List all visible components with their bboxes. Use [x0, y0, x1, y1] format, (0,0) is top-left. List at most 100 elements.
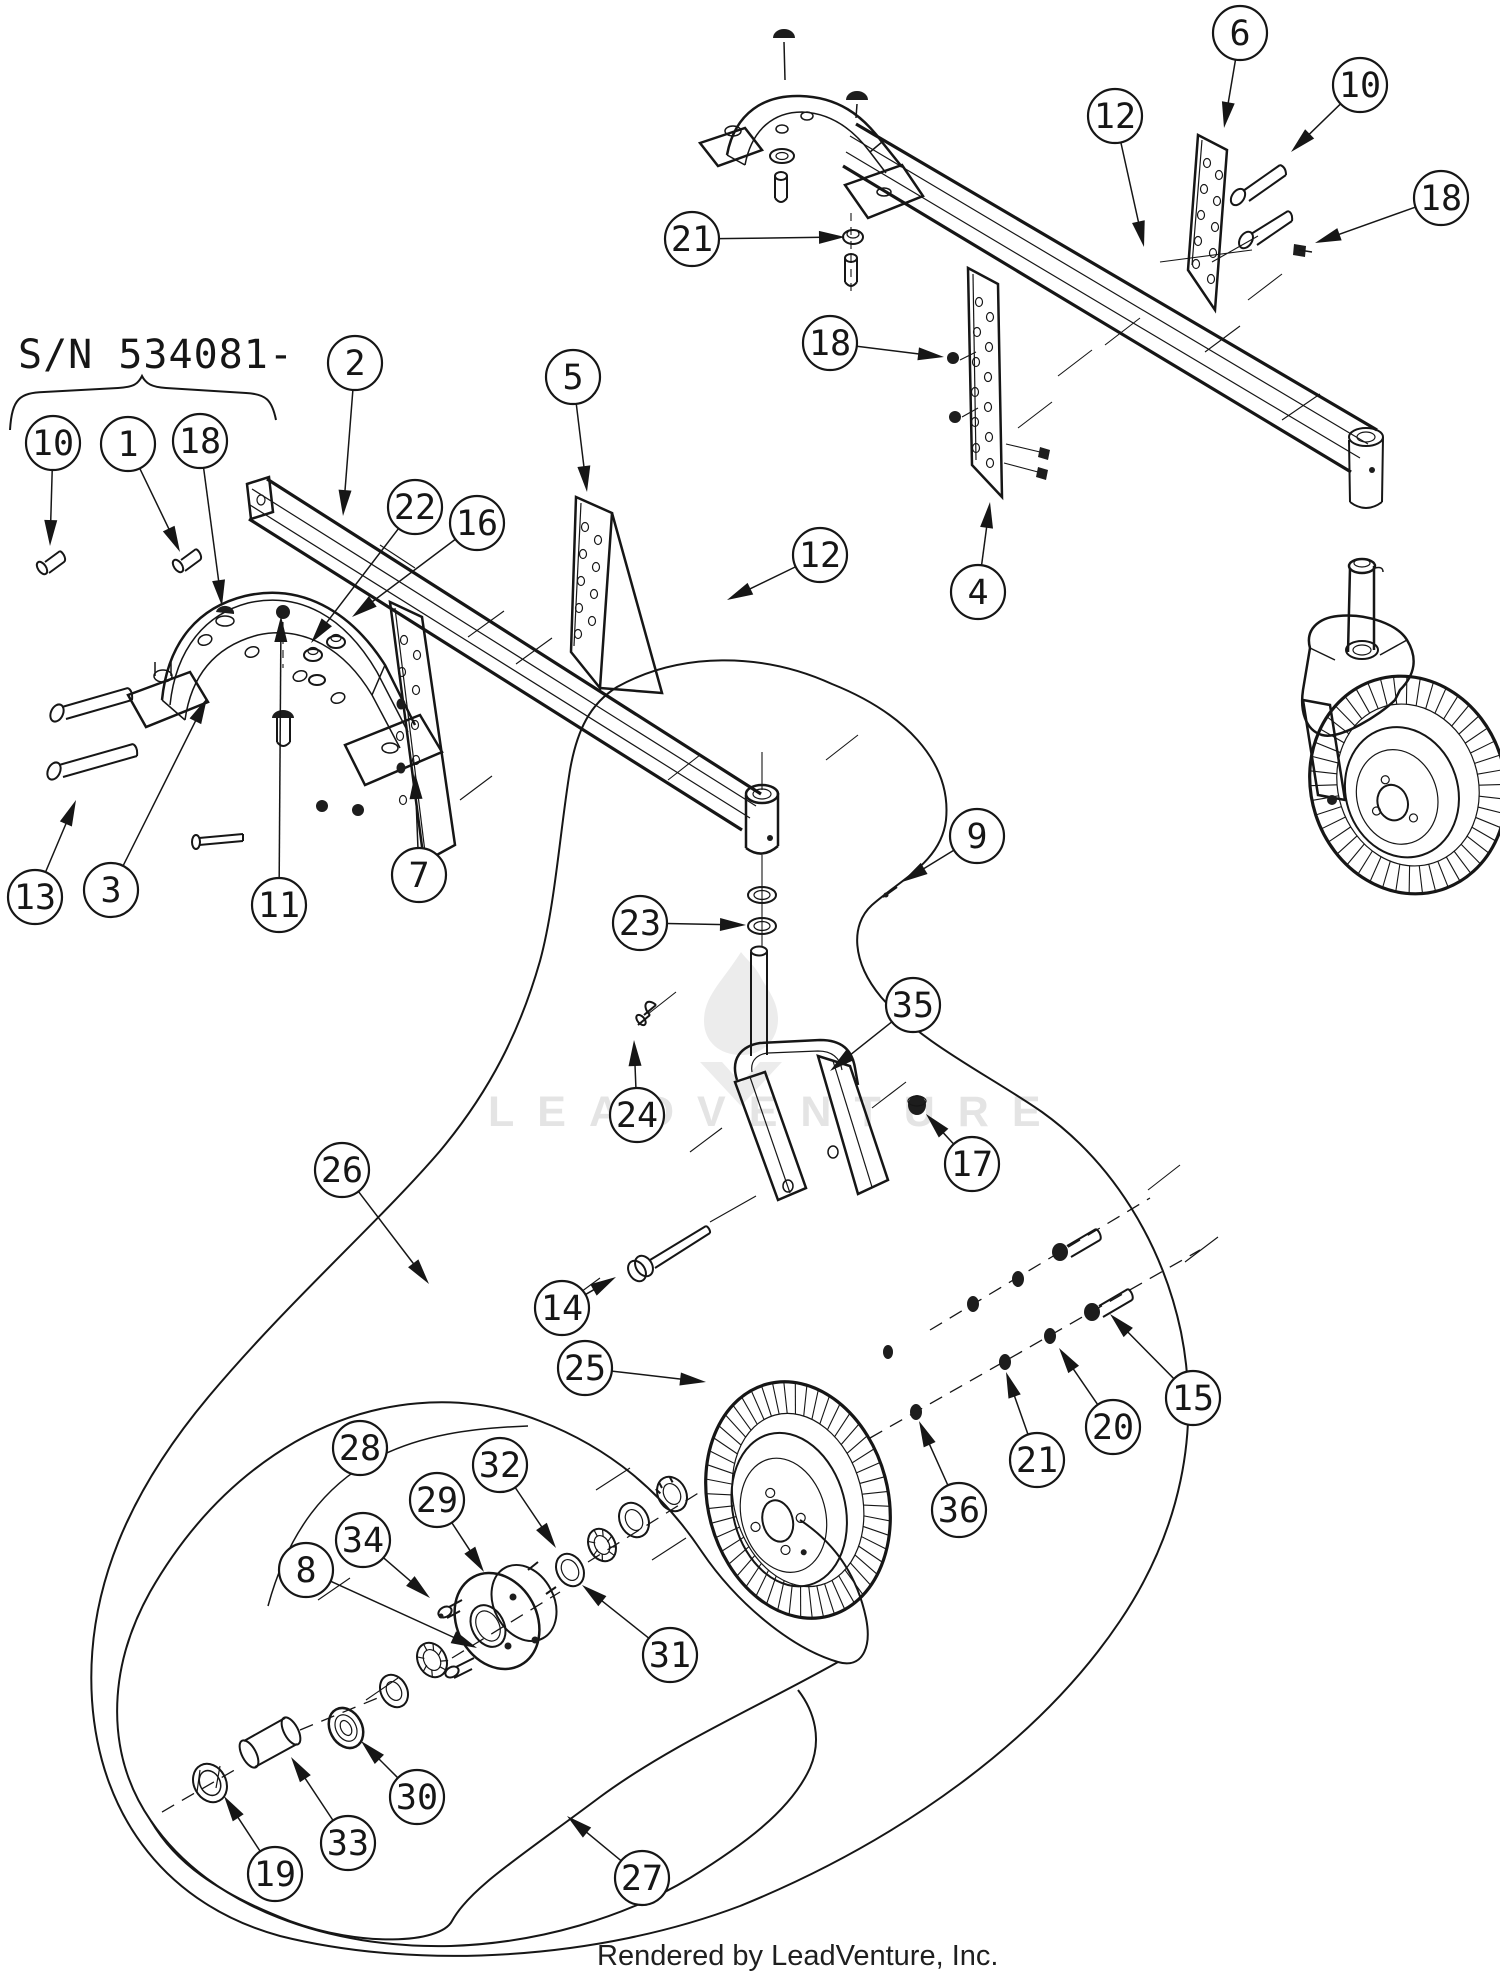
tire-tread-line	[1344, 696, 1363, 720]
callout-balloon-23[interactable]	[611, 894, 669, 952]
tire-tread-line	[1453, 850, 1472, 874]
callout-balloon-18[interactable]	[801, 314, 859, 372]
callout-balloon-29[interactable]	[408, 1471, 466, 1529]
tire-tread-line	[707, 1505, 734, 1510]
callout-balloon-9[interactable]	[948, 807, 1006, 865]
tire-tread-line	[808, 1586, 813, 1619]
callout-balloon-10[interactable]	[24, 414, 82, 472]
callout-5: 5	[544, 348, 602, 492]
anti-scalp-plate-7	[388, 599, 457, 864]
callout-balloon-25[interactable]	[556, 1339, 614, 1397]
callout-balloon-18[interactable]	[171, 412, 229, 470]
callout-15: 15	[1110, 1314, 1222, 1427]
callout-number: 23	[619, 904, 661, 944]
callout-balloon-14[interactable]	[533, 1279, 591, 1337]
callout-balloon-33[interactable]	[319, 1814, 377, 1872]
tire-tread-line	[794, 1382, 796, 1415]
callout-balloon-24[interactable]	[608, 1086, 666, 1144]
callout-arrowhead-icon	[1006, 1372, 1021, 1399]
tire-tread-line	[1418, 865, 1424, 894]
callout-number: 19	[254, 1855, 296, 1895]
callout-number: 36	[938, 1491, 980, 1531]
callout-balloon-4[interactable]	[949, 563, 1007, 621]
callout-balloon-36[interactable]	[930, 1481, 988, 1539]
callout-balloon-15[interactable]	[1164, 1369, 1222, 1427]
callout-leader	[278, 637, 282, 879]
right-lift-handle-bracket	[697, 94, 925, 220]
callout-balloon-35[interactable]	[884, 976, 942, 1034]
tire-tread-line	[741, 1396, 758, 1425]
callout-arrowhead-icon	[536, 1522, 556, 1548]
callout-balloon-3[interactable]	[82, 861, 140, 919]
callout-number: 2	[344, 344, 365, 384]
callout-arrowhead-icon	[311, 618, 332, 643]
tire-tread-line	[1346, 843, 1365, 866]
callout-balloon-12[interactable]	[1086, 87, 1144, 145]
callout-balloon-22[interactable]	[386, 478, 444, 536]
tire-tread-line	[800, 1585, 802, 1618]
callout-balloon-10[interactable]	[1331, 56, 1389, 114]
callout-number: 32	[479, 1446, 521, 1486]
callout-arrowhead-icon	[926, 1114, 949, 1138]
callout-balloon-21[interactable]	[1008, 1431, 1066, 1489]
callout-balloon-5[interactable]	[544, 348, 602, 406]
tire-tread-line	[1464, 727, 1488, 744]
callout-number: 17	[951, 1145, 993, 1185]
callout-arrowhead-icon	[1291, 129, 1315, 152]
callout-18: 18	[171, 412, 229, 606]
tire-tread-line	[1408, 865, 1411, 894]
callout-balloon-21[interactable]	[663, 210, 721, 268]
callout-balloon-26[interactable]	[313, 1141, 371, 1199]
callout-leader	[357, 1191, 417, 1267]
callout-balloon-2[interactable]	[326, 334, 384, 392]
callout-arrowhead-icon	[274, 616, 288, 643]
callout-balloon-20[interactable]	[1084, 1398, 1142, 1456]
callout-leader	[856, 345, 923, 356]
tire-tread-line	[1355, 688, 1371, 714]
callout-arrowhead-icon	[590, 1277, 616, 1296]
callout-balloon-12[interactable]	[791, 526, 849, 584]
callout-balloon-28[interactable]	[331, 1419, 389, 1477]
callout-balloon-16[interactable]	[448, 494, 506, 552]
tire-tread-line	[1369, 856, 1382, 883]
tire-tread-line	[838, 1575, 855, 1604]
callout-leader	[846, 1021, 893, 1058]
callout-balloon-30[interactable]	[388, 1768, 446, 1826]
callout-balloon-19[interactable]	[246, 1845, 304, 1903]
callout-balloon-1[interactable]	[99, 415, 157, 473]
callout-balloon-6[interactable]	[1211, 4, 1269, 62]
callout-balloon-31[interactable]	[641, 1626, 699, 1684]
callout-leader	[49, 469, 53, 525]
callout-balloon-34[interactable]	[334, 1511, 392, 1569]
callout-19: 19	[224, 1796, 304, 1903]
tire-tread-line	[1328, 826, 1352, 843]
tire-tread-line	[826, 1403, 841, 1430]
serial-brace	[9, 373, 277, 431]
callout-14: 14	[533, 1277, 616, 1337]
callout-balloon-27[interactable]	[613, 1849, 671, 1907]
callout-arrowhead-icon	[919, 1421, 936, 1448]
footer-credit: Rendered by LeadVenture, Inc.	[597, 1940, 998, 1972]
callout-balloon-18[interactable]	[1412, 169, 1470, 227]
callout-balloon-13[interactable]	[6, 868, 64, 926]
callout-number: 30	[396, 1778, 438, 1818]
callout-balloon-32[interactable]	[471, 1436, 529, 1494]
callout-10: 10	[1291, 56, 1389, 152]
callout-balloon-17[interactable]	[943, 1135, 1001, 1193]
callout-balloon-7[interactable]	[390, 846, 448, 904]
callout-balloon-11[interactable]	[250, 876, 308, 934]
callout-balloon-8[interactable]	[277, 1541, 335, 1599]
callout-leader	[382, 1557, 414, 1585]
callout-arrowhead-icon	[567, 1816, 592, 1838]
serial-number-label: S/N 534081-	[18, 332, 294, 378]
anti-scalp-plate-6	[1186, 133, 1229, 314]
tire-tread-line	[1434, 687, 1447, 714]
callout-leader	[583, 1829, 622, 1862]
callout-leader	[415, 794, 419, 849]
callout-30: 30	[361, 1741, 446, 1826]
callout-2: 2	[326, 334, 384, 516]
callout-23: 23	[611, 894, 746, 952]
callout-33: 33	[291, 1757, 377, 1872]
right-rail-hardware	[769, 29, 868, 287]
callout-leader	[330, 1580, 458, 1640]
